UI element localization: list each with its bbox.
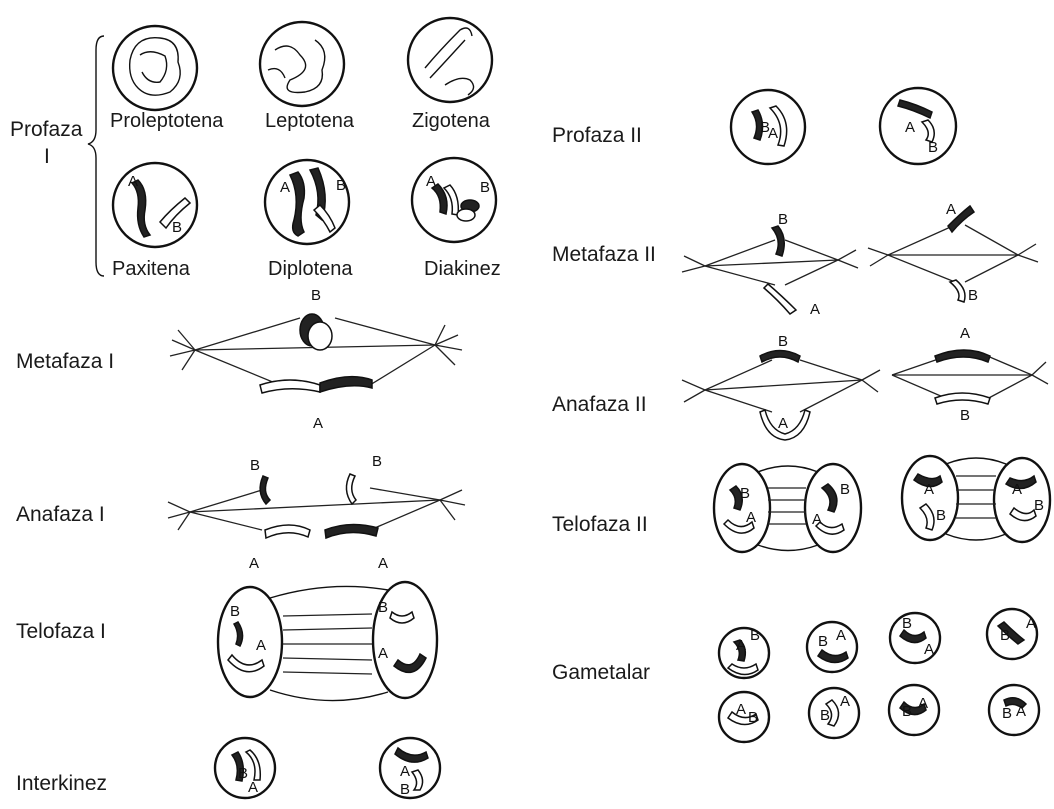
cell-diplotena: A B (265, 160, 349, 244)
metafaza-ii-spindles: B A A B (682, 201, 1038, 318)
svg-text:A: A (400, 763, 410, 780)
cell-leptotena (260, 22, 344, 106)
svg-text:A: A (905, 119, 915, 136)
svg-text:B: B (230, 603, 240, 620)
svg-text:B: B (968, 287, 978, 304)
cell-diakinez: A B (412, 158, 496, 242)
svg-text:B: B (1034, 497, 1044, 514)
svg-text:A: A (924, 481, 934, 498)
svg-text:A: A (426, 173, 436, 190)
svg-text:B: B (750, 627, 760, 644)
svg-text:A: A (1026, 615, 1036, 632)
svg-text:A: A (256, 637, 266, 654)
svg-text:B: B (378, 599, 388, 616)
svg-text:A: A (248, 779, 258, 796)
svg-text:A: A (249, 555, 259, 572)
svg-text:A: A (960, 325, 970, 342)
svg-text:A: A (778, 415, 788, 432)
svg-text:B: B (250, 457, 260, 474)
svg-text:B: B (902, 703, 912, 720)
svg-text:A: A (812, 511, 822, 528)
telofaza-ii-cells: B A B A A B A B (714, 456, 1050, 552)
svg-text:A: A (946, 201, 956, 218)
svg-text:B: B (778, 211, 788, 228)
svg-text:A: A (924, 641, 934, 658)
svg-text:B: B (960, 407, 970, 424)
svg-text:B: B (902, 615, 912, 632)
svg-text:B: B (172, 219, 182, 236)
svg-text:B: B (740, 485, 750, 502)
svg-text:B: B (311, 287, 321, 304)
svg-text:B: B (336, 177, 346, 194)
svg-text:A: A (736, 637, 746, 654)
telofaza-i-cells: B A B A (218, 582, 437, 701)
spindle-metafaza-i: B A (170, 287, 462, 432)
svg-text:B: B (480, 179, 490, 196)
svg-text:B: B (748, 709, 758, 726)
cell-paxitena: A B (113, 163, 197, 247)
svg-text:A: A (810, 301, 820, 318)
svg-text:A: A (1012, 481, 1022, 498)
svg-text:A: A (378, 555, 388, 572)
spindle-anafaza-i: B B A A (168, 453, 465, 572)
svg-text:A: A (840, 693, 850, 710)
svg-text:A: A (836, 627, 846, 644)
svg-text:B: B (372, 453, 382, 470)
svg-text:A: A (768, 125, 778, 142)
svg-text:B: B (820, 707, 830, 724)
svg-text:B: B (778, 333, 788, 350)
svg-text:A: A (918, 695, 928, 712)
svg-text:B: B (1002, 705, 1012, 722)
svg-text:A: A (746, 509, 756, 526)
profaza-ii-cells: B A A B (731, 88, 956, 164)
svg-text:A: A (1016, 703, 1026, 720)
svg-text:A: A (736, 701, 746, 718)
svg-text:A: A (128, 173, 138, 190)
gametes: A B B A B A B A A B B A B A B A (719, 609, 1039, 742)
svg-text:A: A (280, 179, 290, 196)
svg-text:B: B (936, 507, 946, 524)
svg-text:A: A (378, 645, 388, 662)
svg-text:B: B (400, 781, 410, 798)
svg-text:A: A (313, 415, 323, 432)
cell-zigotena (408, 18, 492, 102)
profaza-brace (88, 36, 104, 276)
svg-text:B: B (238, 765, 248, 782)
svg-text:B: B (840, 481, 850, 498)
cell-proleptotena (113, 26, 197, 110)
svg-text:B: B (1000, 627, 1010, 644)
svg-text:B: B (928, 139, 938, 156)
svg-text:B: B (818, 633, 828, 650)
interkinez-cells: B A A B (215, 738, 440, 798)
anafaza-ii-spindles: B A A B (682, 325, 1048, 440)
